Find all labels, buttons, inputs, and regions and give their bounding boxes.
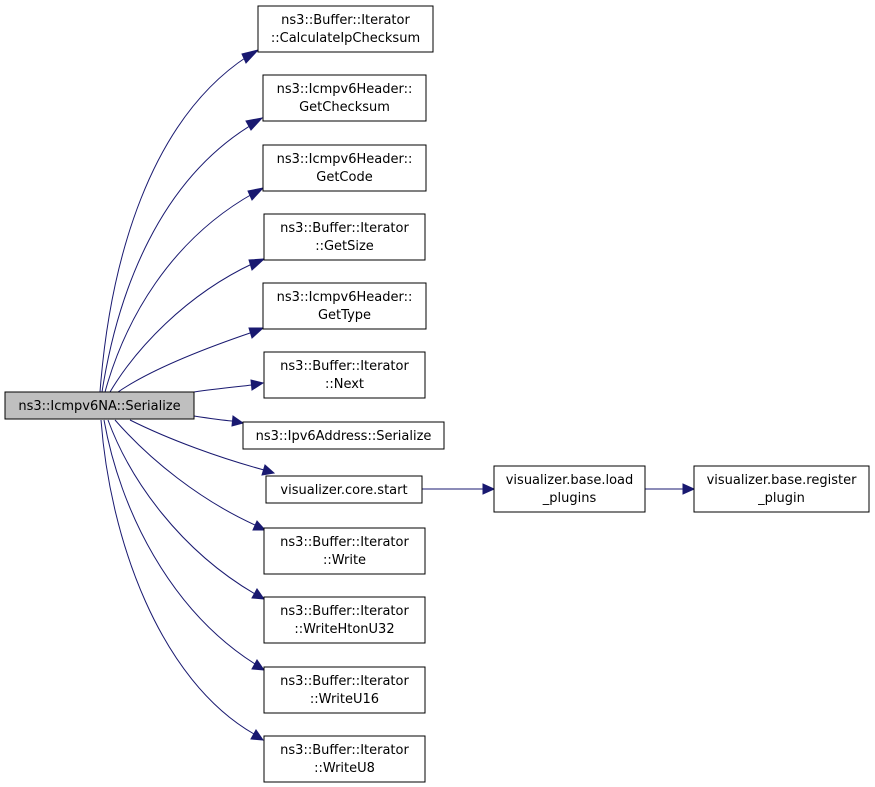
node-calculate-ip-checksum[interactable]: ns3::Buffer::Iterator ::CalculateIpCheck… xyxy=(257,5,434,53)
svg-text:_plugins: _plugins xyxy=(542,491,597,506)
edge-serialize-to-get-code xyxy=(104,187,265,393)
node-root-icmpv6na-serialize: ns3::Icmpv6NA::Serialize xyxy=(4,391,195,420)
svg-text:ns3::Ipv6Address::Serialize: ns3::Ipv6Address::Serialize xyxy=(256,429,432,444)
edge-serialize-to-get-checksum xyxy=(101,117,264,393)
edge-serialize-to-calculate-ip-checksum xyxy=(99,49,260,393)
svg-text:::CalculateIpChecksum: ::CalculateIpChecksum xyxy=(271,31,420,46)
svg-text:::WriteHtonU32: ::WriteHtonU32 xyxy=(294,622,394,637)
svg-text:::GetSize: ::GetSize xyxy=(315,239,374,254)
svg-text:ns3::Buffer::Iterator: ns3::Buffer::Iterator xyxy=(281,13,410,28)
node-get-checksum[interactable]: ns3::Icmpv6Header:: GetChecksum xyxy=(262,74,427,122)
edge-serialize-to-get-size xyxy=(109,258,266,393)
svg-text:::Next: ::Next xyxy=(325,377,364,392)
node-get-size[interactable]: ns3::Buffer::Iterator ::GetSize xyxy=(263,213,426,261)
node-get-code[interactable]: ns3::Icmpv6Header:: GetCode xyxy=(262,144,427,192)
edge-serialize-to-get-type xyxy=(117,327,265,393)
node-visualizer-base-load-plugins[interactable]: visualizer.base.load _plugins xyxy=(493,465,646,513)
svg-text:GetType: GetType xyxy=(318,308,371,323)
svg-text:visualizer.base.register: visualizer.base.register xyxy=(707,473,858,488)
edge-serialize-to-write-u16 xyxy=(103,419,266,671)
svg-text:ns3::Buffer::Iterator: ns3::Buffer::Iterator xyxy=(280,674,409,689)
svg-text:::WriteU8: ::WriteU8 xyxy=(314,761,375,776)
svg-text:visualizer.core.start: visualizer.core.start xyxy=(280,483,407,498)
node-write-hton-u32[interactable]: ns3::Buffer::Iterator ::WriteHtonU32 xyxy=(263,596,426,644)
svg-text:ns3::Buffer::Iterator: ns3::Buffer::Iterator xyxy=(280,535,409,550)
svg-text:GetChecksum: GetChecksum xyxy=(299,100,390,115)
svg-text:ns3::Icmpv6Header::: ns3::Icmpv6Header:: xyxy=(277,152,413,167)
svg-text:ns3::Buffer::Iterator: ns3::Buffer::Iterator xyxy=(280,604,409,619)
svg-text:ns3::Icmpv6Header::: ns3::Icmpv6Header:: xyxy=(277,290,413,305)
svg-text:ns3::Buffer::Iterator: ns3::Buffer::Iterator xyxy=(280,743,409,758)
svg-text:visualizer.base.load: visualizer.base.load xyxy=(506,473,634,488)
svg-text:ns3::Buffer::Iterator: ns3::Buffer::Iterator xyxy=(280,221,409,236)
edge-serialize-to-next xyxy=(193,379,265,393)
svg-text:::Write: ::Write xyxy=(323,553,366,568)
node-ipv6-address-serialize[interactable]: ns3::Ipv6Address::Serialize xyxy=(242,421,445,450)
svg-text:ns3::Icmpv6NA::Serialize: ns3::Icmpv6NA::Serialize xyxy=(18,399,180,414)
svg-text:_plugin: _plugin xyxy=(757,491,805,506)
svg-text:::WriteU16: ::WriteU16 xyxy=(310,692,379,707)
node-get-type[interactable]: ns3::Icmpv6Header:: GetType xyxy=(262,282,427,330)
svg-text:ns3::Buffer::Iterator: ns3::Buffer::Iterator xyxy=(280,359,409,374)
edge-serialize-to-ipv6-serialize xyxy=(193,415,245,427)
node-write-u8[interactable]: ns3::Buffer::Iterator ::WriteU8 xyxy=(263,735,426,783)
edge-serialize-to-core-start xyxy=(129,419,276,476)
edge-core-start-to-load-plugins xyxy=(422,483,496,495)
edge-serialize-to-write-u8 xyxy=(100,419,265,741)
edge-serialize-to-write xyxy=(114,419,267,531)
edge-serialize-to-write-hton-u32 xyxy=(107,419,266,600)
svg-text:ns3::Icmpv6Header::: ns3::Icmpv6Header:: xyxy=(277,82,413,97)
node-write-u16[interactable]: ns3::Buffer::Iterator ::WriteU16 xyxy=(263,666,426,714)
svg-text:GetCode: GetCode xyxy=(316,170,372,185)
edge-load-plugins-to-register-plugin xyxy=(645,483,696,495)
node-visualizer-core-start[interactable]: visualizer.core.start xyxy=(265,475,423,504)
node-visualizer-base-register-plugin[interactable]: visualizer.base.register _plugin xyxy=(693,465,870,513)
node-next[interactable]: ns3::Buffer::Iterator ::Next xyxy=(263,351,426,399)
node-write[interactable]: ns3::Buffer::Iterator ::Write xyxy=(263,527,426,575)
